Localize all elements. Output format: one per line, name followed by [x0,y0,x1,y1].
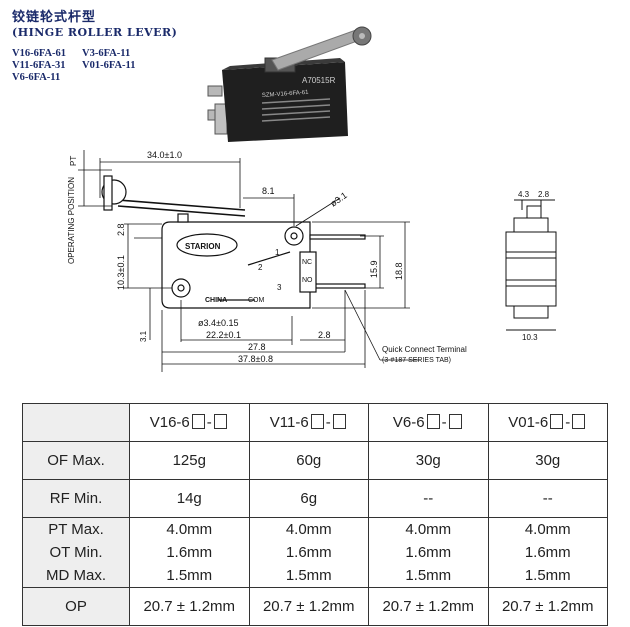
dim-37-8: 37.8±0.8 [238,354,273,364]
column-header: V01-6- [487,403,608,442]
table-cell: 1.6mm [405,544,452,561]
table-cell: 20.7 ± 1.2mm [129,587,250,626]
table-cell: 4.0mm [285,521,332,538]
product-photo: A70515R SZM-V16-6FA-61 [207,26,372,142]
table-cell: -- [487,479,608,518]
table-cell: 14g [129,479,250,518]
row-label: OT Min. [49,544,103,561]
side-dim-2-8: 2.8 [538,190,550,199]
dim-10-3: 10.3±0.1 [116,255,126,290]
table-cell-group: 4.0mm 1.6mm 1.5mm [487,517,608,588]
row-label: MD Max. [46,567,106,584]
china-label: CHINA [205,297,227,304]
table-cell: 4.0mm [166,521,213,538]
table-cell: 20.7 ± 1.2mm [368,587,489,626]
table-row: RF Min. 14g 6g -- -- [22,479,608,518]
table-header-row: V16-6- V11-6- V6-6- V01-6- [22,403,608,442]
table-corner [22,403,130,442]
table-cell: 1.6mm [285,544,332,561]
pin-label: 3 [277,283,282,292]
table-cell: 125g [129,441,250,480]
model-number: V11-6FA-31 [12,60,66,71]
brand-label: STARION [185,242,221,251]
no-label: NO [302,277,313,284]
model-number: V6-6FA-11 [12,72,61,83]
spec-table: V16-6- V11-6- V6-6- V01-6- OF Max. 125g … [22,403,608,626]
table-cell-group: 4.0mm 1.6mm 1.5mm [368,517,489,588]
quick-connect-sub: (3-#187 SERIES TAB) [382,357,451,364]
com-label: COM [248,297,265,304]
row-label: OP [22,587,130,626]
pin-label: 2 [258,263,263,272]
operating-position-label: OPERATING POSITION [67,177,76,264]
switch-side-view [505,199,557,331]
model-number: V3-6FA-11 [82,48,131,59]
dim-18-8: 18.8 [394,262,404,280]
pt-label: PT [69,156,78,166]
title-english: (HINGE ROLLER LEVER) [12,26,178,39]
table-cell: 30g [368,441,489,480]
dim-2-8-left: 2.8 [116,223,126,236]
dim-hole-3-4: ø3.4±0.15 [198,318,238,328]
table-cell: 1.5mm [285,567,332,584]
table-row: PT Max. OT Min. MD Max. 4.0mm 1.6mm 1.5m… [22,517,608,588]
switch-front-view [101,175,366,309]
column-header: V11-6- [248,403,369,442]
table-row: OP 20.7 ± 1.2mm 20.7 ± 1.2mm 20.7 ± 1.2m… [22,587,608,626]
quick-connect-label: Quick Connect Terminal [382,345,467,354]
table-cell-group: 4.0mm 1.6mm 1.5mm [248,517,369,588]
table-cell: 1.5mm [524,567,571,584]
table-cell: 1.5mm [166,567,213,584]
model-number: V01-6FA-11 [82,60,136,71]
row-label: OF Max. [22,441,130,480]
side-dim-4-3: 4.3 [518,190,530,199]
dim-hole: ø3.1 [328,190,348,209]
table-cell: 20.7 ± 1.2mm [487,587,608,626]
nc-label: NC [302,259,312,266]
table-cell: 30g [487,441,608,480]
dim-15-9: 15.9 [369,260,379,278]
column-header: V6-6- [368,403,489,442]
dimension-lines [78,150,420,372]
table-cell: 1.5mm [405,567,452,584]
technical-drawing: A70515R SZM-V16-6FA-61 STARION CHINA NC … [67,26,557,372]
photo-label-model: SZM-V16-6FA-61 [262,90,310,99]
dim-overall-lever: 34.0±1.0 [147,150,182,160]
dim-3-1-left: 3.1 [139,330,148,342]
table-cell: 1.6mm [524,544,571,561]
table-cell: 1.6mm [166,544,213,561]
dim-2-8-bottom: 2.8 [318,330,331,340]
model-number: V16-6FA-61 [12,48,67,59]
table-cell-group: 4.0mm 1.6mm 1.5mm [129,517,250,588]
table-cell: 6g [248,479,369,518]
pin-label: 1 [275,248,280,257]
table-row: OF Max. 125g 60g 30g 30g [22,441,608,480]
table-cell: 4.0mm [524,521,571,538]
table-cell: 4.0mm [405,521,452,538]
dim-22-2: 22.2±0.1 [206,330,241,340]
dim-8-1: 8.1 [262,186,275,196]
column-header: V16-6- [129,403,250,442]
photo-label-top: A70515R [302,76,336,85]
table-cell: -- [368,479,489,518]
row-label: PT Max. [48,521,104,538]
side-dim-10-3: 10.3 [522,333,538,342]
dim-27-8: 27.8 [248,342,266,352]
row-label-group: PT Max. OT Min. MD Max. [22,517,130,588]
title-chinese: 铰链轮式杆型 [12,10,97,25]
table-cell: 20.7 ± 1.2mm [248,587,369,626]
row-label: RF Min. [22,479,130,518]
table-cell: 60g [248,441,369,480]
